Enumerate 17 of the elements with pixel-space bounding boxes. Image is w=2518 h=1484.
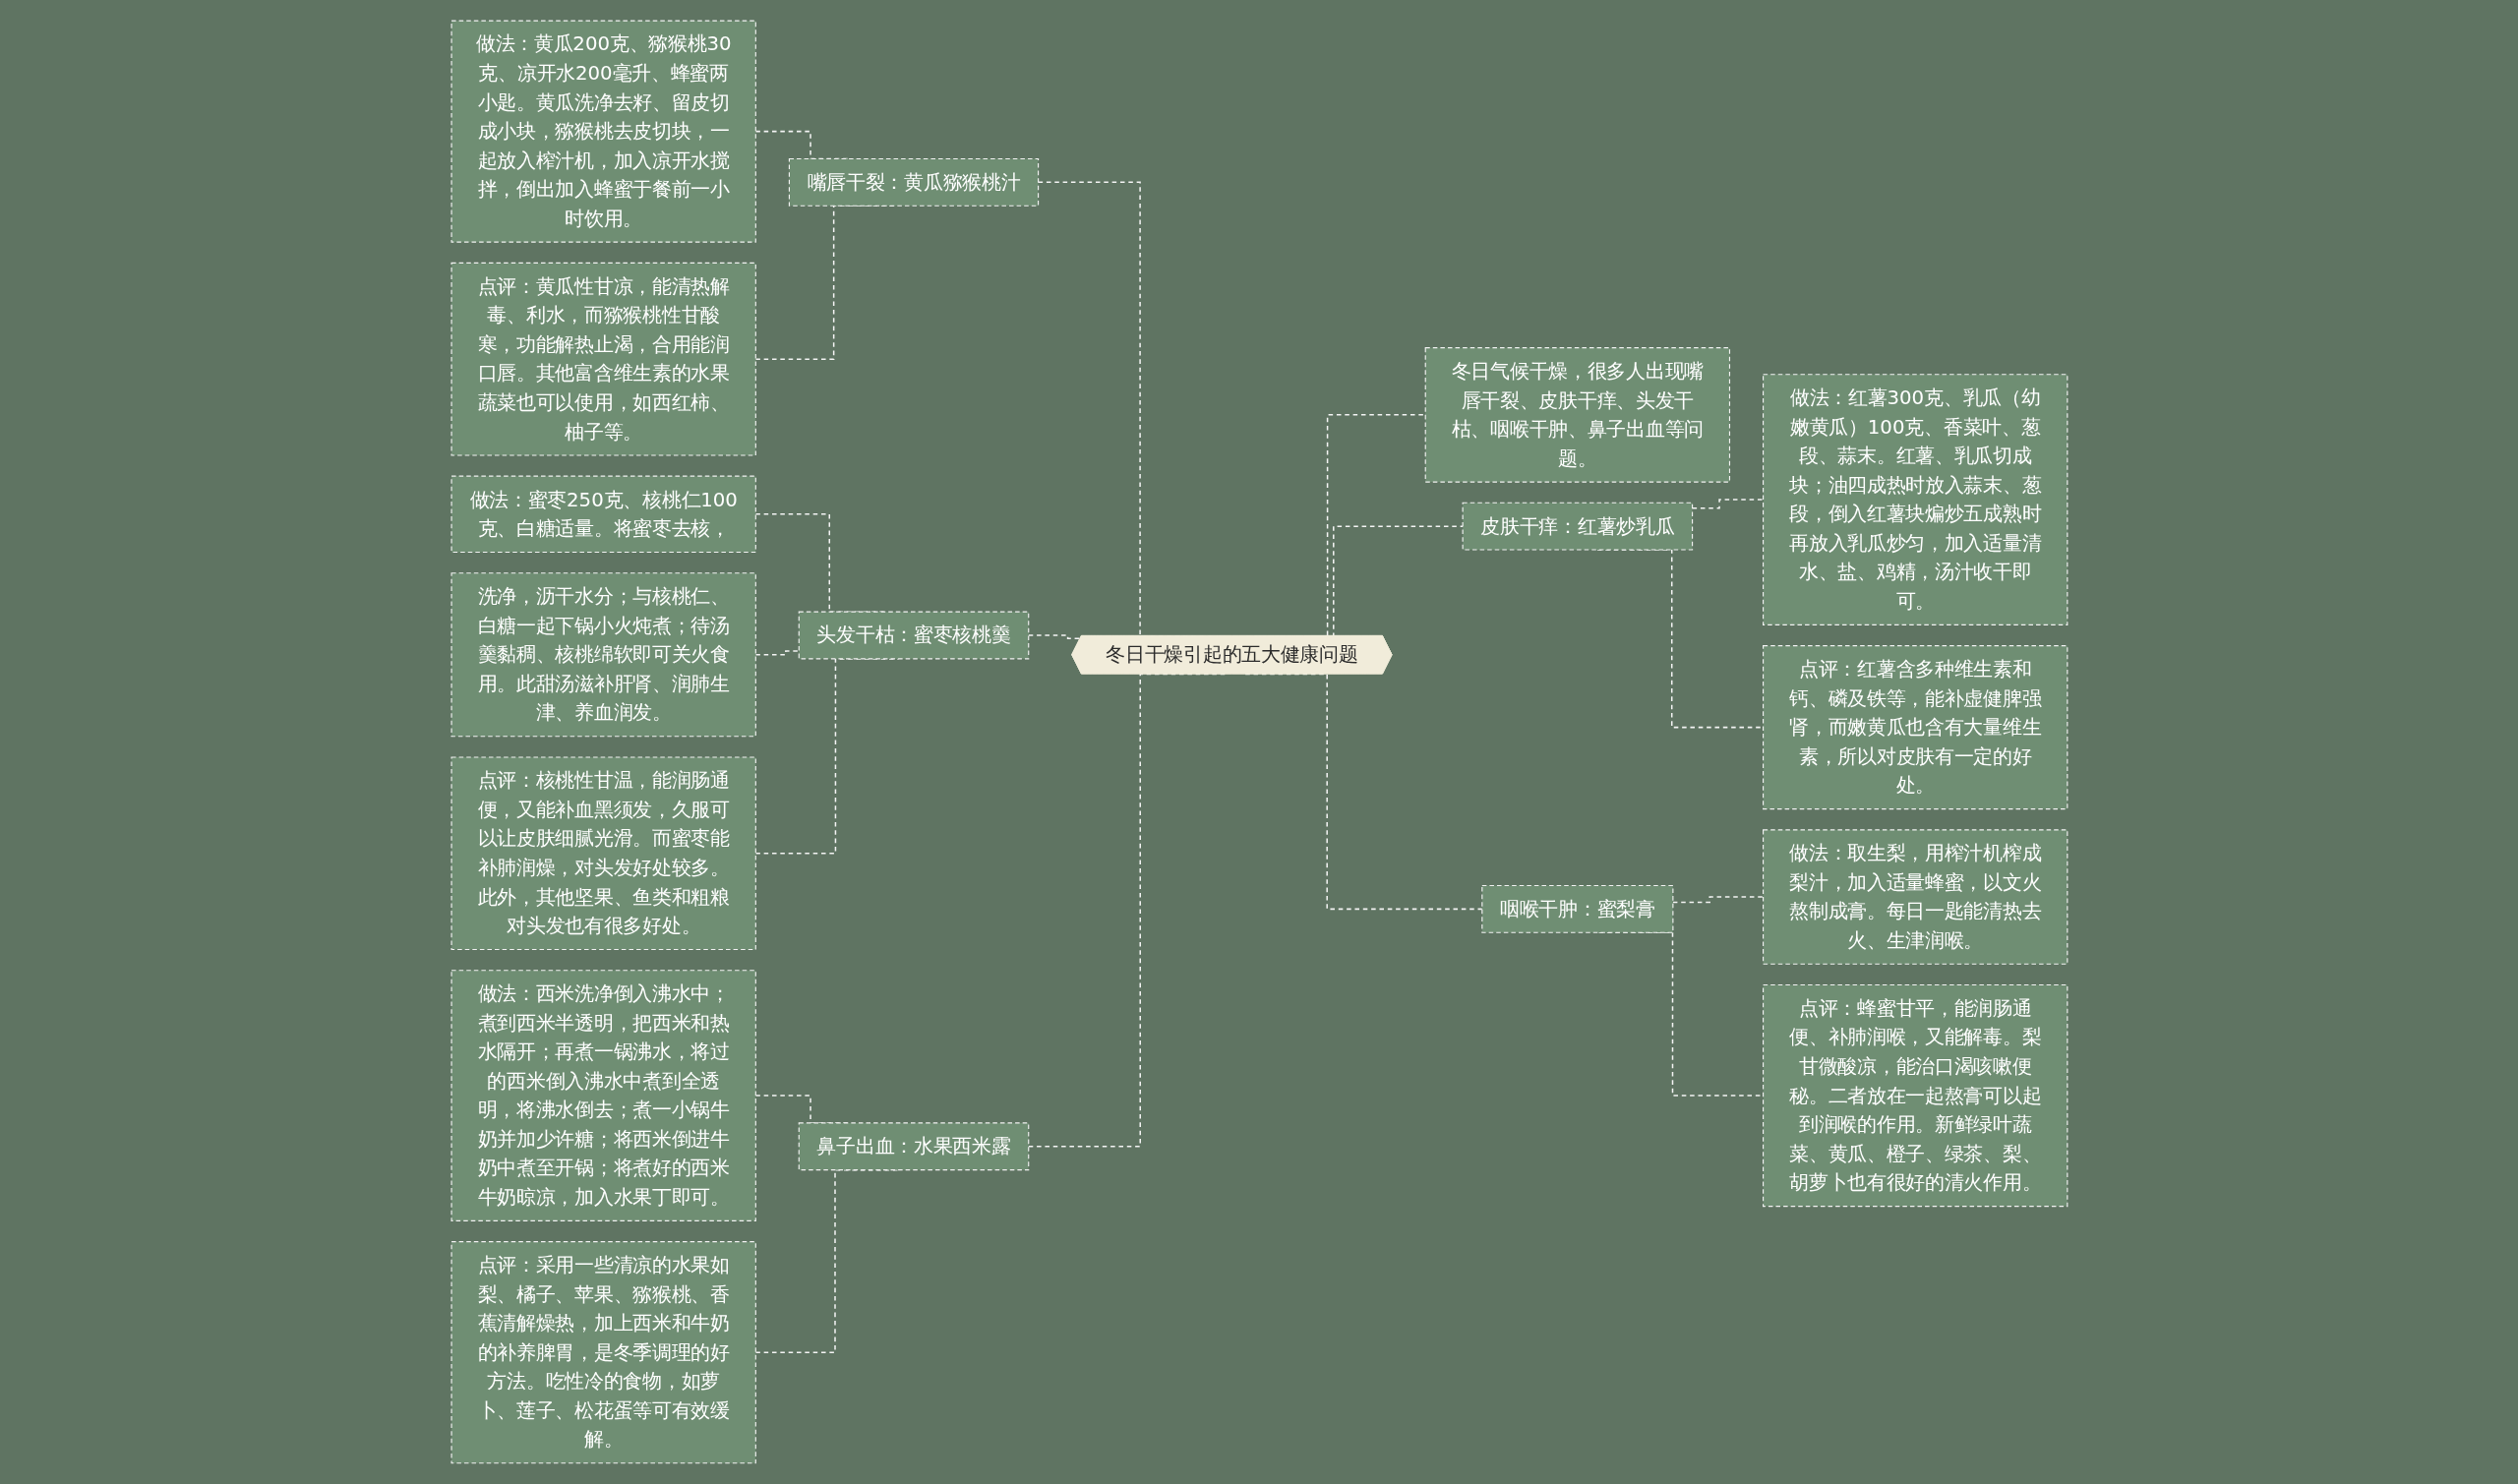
node-box: 做法：红薯300克、乳瓜（幼嫩黄瓜）100克、香菜叶、葱段、蒜末。红薯、乳瓜切成块；油四成热时放入蒜末、葱段，倒入红薯块煸炒五成熟时再放入乳瓜炒匀，加入适量清水、盐、鸡精，汤汁收干即可。 [1762, 374, 2068, 626]
node-box: 洗净，沥干水分；与核桃仁、白糖一起下锅小火炖煮；待汤羹黏稠、核桃绵软即可关火食用。此甜汤滋补肝肾、润肺生津、养血润发。 [450, 572, 756, 738]
node-box: 冬日气候干燥，很多人出现嘴唇干裂、皮肤干痒、头发干枯、咽喉干肿、鼻子出血等问题。 [1424, 347, 1730, 483]
node-box: 点评：红薯含多种维生素和钙、磷及铁等，能补虚健脾强肾，而嫩黄瓜也含有大量维生素，所以对皮肤有一定的好处。 [1762, 645, 2068, 810]
node-box: 咽喉干肿：蜜梨膏 [1480, 885, 1673, 933]
node-box: 做法：蜜枣250克、核桃仁100克、白糖适量。将蜜枣去核， [450, 475, 756, 554]
node-box: 鼻子出血：水果西米露 [798, 1122, 1029, 1171]
node-box: 皮肤干痒：红薯炒乳瓜 [1462, 502, 1693, 551]
node-box: 做法：取生梨，用榨汁机榨成梨汁，加入适量蜂蜜，以文火熬制成膏。每日一匙能清热去火、生津润喉。 [1762, 829, 2068, 965]
node-box: 点评：核桃性甘温，能润肠通便，又能补血黑须发，久服可以让皮肤细腻光滑。而蜜枣能补肺润燥，对头发好处较多。此外，其他坚果、鱼类和粗粮对头发也有很多好处。 [450, 756, 756, 951]
node-box: 点评：蜂蜜甘平，能润肠通便、补肺润喉，又能解毒。梨甘微酸凉，能治口渴咳嗽便秘。二者放在一起熬膏可以起到润喉的作用。新鲜绿叶蔬菜、黄瓜、橙子、绿茶、梨、胡萝卜也有很好的清火作用。 [1762, 984, 2068, 1208]
node-box: 做法：西米洗净倒入沸水中；煮到西米半透明，把西米和热水隔开；再煮一锅沸水，将过的西米倒入沸水中煮到全透明，将沸水倒去；煮一小锅牛奶并加少许糖；将西米倒进牛奶中煮至开锅；将煮好的西米牛奶晾凉，加入水果丁即可。 [450, 970, 756, 1222]
node-box: 点评：采用一些清凉的水果如梨、橘子、苹果、猕猴桃、香蕉清解燥热，加上西米和牛奶的补养脾胃，是冬季调理的好方法。吃性冷的食物，如萝卜、莲子、松花蛋等可有效缓解。 [450, 1241, 756, 1464]
node-box: 头发干枯：蜜枣核桃羹 [798, 611, 1029, 660]
node-box: 做法：黄瓜200克、猕猴桃30克、凉开水200毫升、蜂蜜两小匙。黄瓜洗净去籽、留皮切成小块，猕猴桃去皮切块，一起放入榨汁机，加入凉开水搅拌，倒出加入蜂蜜于餐前一小时饮用。 [450, 20, 756, 243]
node-box: 点评：黄瓜性甘凉，能清热解毒、利水，而猕猴桃性甘酸寒，功能解热止渴，合用能润口唇。其他富含维生素的水果蔬菜也可以使用，如西红柿、柚子等。 [450, 262, 756, 456]
node-box: 嘴唇干裂：黄瓜猕猴桃汁 [788, 158, 1039, 207]
